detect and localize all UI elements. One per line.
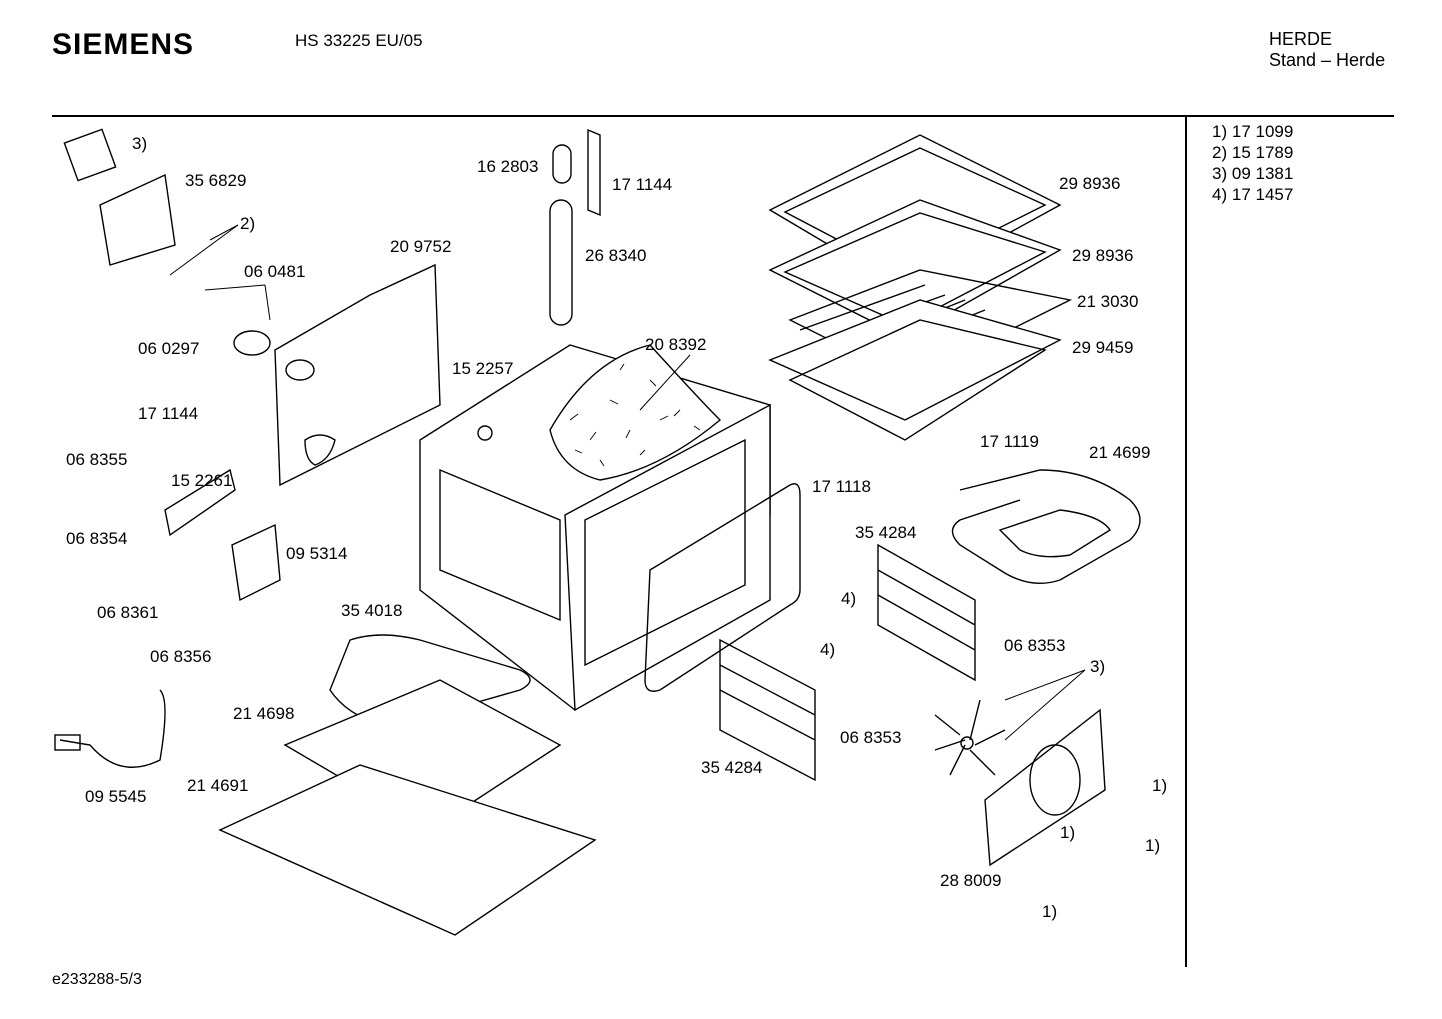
category-label: HERDE Stand – Herde (1269, 29, 1385, 71)
document-id: e233288-5/3 (52, 971, 142, 988)
leader-lines (169, 224, 1086, 741)
reference-item: 2) 15 1789 (1212, 143, 1294, 162)
part-label: 29 8936 (1072, 246, 1134, 265)
side-panel-drawing (274, 263, 441, 487)
category-line-2: Stand – Herde (1269, 50, 1386, 70)
part-label: 2) (240, 214, 256, 233)
tube-drawing (549, 128, 601, 326)
power-cord-drawing (54, 689, 166, 768)
shelf-support-drawing (719, 543, 976, 782)
part-label: 29 9459 (1072, 338, 1134, 357)
part-label: 1) (1060, 823, 1076, 842)
part-label: 06 0481 (244, 262, 306, 281)
oven-cavity-drawing (419, 344, 771, 712)
header-rule (52, 115, 1394, 117)
part-label: 15 2257 (452, 359, 514, 378)
reference-list: 1) 17 1099 2) 15 1789 3) 09 1381 4) 17 1… (1212, 121, 1293, 205)
part-label: 21 4699 (1089, 443, 1151, 462)
part-label: 21 3030 (1077, 292, 1139, 311)
part-label: 1) (1152, 776, 1168, 795)
part-label: 06 8356 (150, 647, 212, 666)
part-label: 06 8353 (1004, 636, 1066, 655)
part-label: 21 4698 (233, 704, 295, 723)
part-label: 09 5314 (286, 544, 348, 563)
part-label: 06 8353 (840, 728, 902, 747)
part-label: 28 8009 (940, 871, 1002, 890)
part-label: 17 1144 (612, 175, 673, 194)
brand-logo: SIEMENS (52, 28, 195, 61)
part-label: 35 4284 (701, 758, 763, 777)
part-label: 29 8936 (1059, 174, 1121, 193)
part-label: 20 8392 (645, 335, 707, 354)
part-label: 1) (1042, 902, 1058, 921)
part-label: 35 4284 (855, 523, 917, 542)
part-label: 20 9752 (390, 237, 452, 256)
part-label: 35 6829 (185, 171, 247, 190)
model-number: HS 33225 EU/05 (295, 31, 423, 50)
part-label: 4) (841, 589, 857, 608)
part-label: 21 4691 (187, 776, 249, 795)
fan-cover-drawing (934, 699, 1106, 867)
reference-item: 1) 17 1099 (1212, 122, 1294, 141)
category-line-1: HERDE (1269, 29, 1333, 49)
part-label: 06 0297 (138, 339, 200, 358)
part-label: 26 8340 (585, 246, 647, 265)
part-label: 1) (1145, 836, 1161, 855)
part-label: 4) (820, 640, 836, 659)
reference-item: 3) 09 1381 (1212, 164, 1294, 183)
baking-trays-drawing (768, 134, 1073, 441)
part-label: 06 8354 (66, 529, 128, 548)
part-label: 06 8361 (97, 603, 159, 622)
part-label: 06 8355 (66, 450, 128, 469)
part-label: 35 4018 (341, 601, 403, 620)
part-label: 15 2261 (171, 471, 233, 490)
part-label: 3) (1090, 657, 1106, 676)
part-label: 3) (132, 134, 148, 153)
part-label: 09 5545 (85, 787, 147, 806)
part-label: 16 2803 (477, 157, 539, 176)
part-label: 17 1118 (812, 477, 871, 496)
part-label: 17 1119 (980, 432, 1039, 451)
reference-item: 4) 17 1457 (1212, 185, 1294, 204)
door-gasket-drawing (644, 483, 801, 692)
switch-assembly-drawing (63, 128, 281, 602)
part-label: 17 1144 (138, 404, 199, 423)
bottom-plate-drawing (218, 679, 597, 936)
reference-divider (1185, 117, 1187, 967)
